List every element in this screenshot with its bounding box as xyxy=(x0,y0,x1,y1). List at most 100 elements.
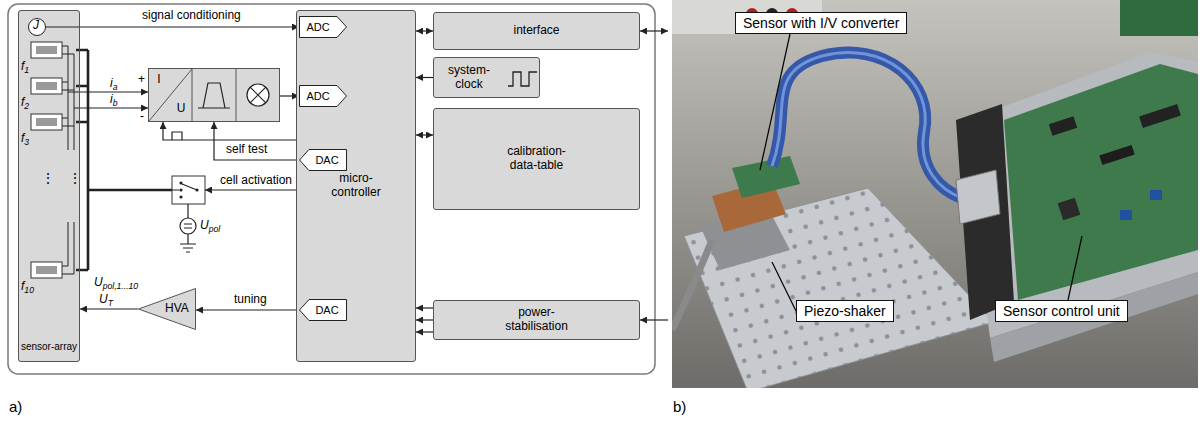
node-text: micro- controller xyxy=(320,172,392,200)
power-box: power- stabilisation xyxy=(433,300,640,340)
edge-label-holder: ib xyxy=(108,93,119,107)
signal-connector xyxy=(80,107,148,108)
edge-label-holder: UT xyxy=(97,293,115,307)
subfigure-label: a) xyxy=(9,398,22,415)
edge-label: ia xyxy=(108,77,119,91)
signal-arrows xyxy=(205,189,296,190)
frequency-label-holder: f3 xyxy=(21,132,29,146)
continuation-dots: ⋮ xyxy=(68,170,82,186)
polarisation-bus xyxy=(76,50,88,270)
node-text: ADC xyxy=(306,90,329,103)
polarity-sign-holder: - xyxy=(140,110,144,124)
microcontroller-box: micro- controller ADC ADC DAC DAC xyxy=(296,10,416,362)
edge-label: UT xyxy=(97,293,115,307)
continuation-dots-holder: ⋮ xyxy=(68,170,82,186)
frequency-label: f10 xyxy=(21,280,34,294)
amplifier-triangle: HVA xyxy=(138,288,196,330)
polarisation-bus xyxy=(87,50,90,270)
resonator-cell xyxy=(36,266,57,274)
cell-switch xyxy=(172,176,205,204)
continuation-dots: ⋮ xyxy=(41,170,55,186)
adc-block: ADC xyxy=(299,16,347,38)
text-slot: DAC xyxy=(308,299,346,321)
converter-outline xyxy=(300,150,347,171)
resonator-cell xyxy=(31,78,62,94)
subfigure-label-holder: b) xyxy=(673,398,686,415)
node-text: interface xyxy=(513,24,559,38)
frequency-label: f2 xyxy=(21,96,29,110)
photo-setup xyxy=(956,104,1014,320)
text-slot: sensor-array xyxy=(19,335,79,359)
edge-label-holder: self test xyxy=(224,143,269,157)
calibration-box: calibration- data-table xyxy=(433,108,640,210)
photo-setup xyxy=(672,0,1198,388)
text-slot: interface xyxy=(434,13,639,49)
node-text: calibration- data-table xyxy=(495,145,579,173)
frequency-label-holder: f1 xyxy=(21,60,29,74)
chain-outline xyxy=(149,69,280,122)
subscript: pol xyxy=(209,224,221,234)
polarisation-bus xyxy=(88,189,172,192)
dac-block: DAC xyxy=(299,149,347,171)
frequency-label: f3 xyxy=(21,132,29,146)
subscript: pol,1...10 xyxy=(103,281,139,291)
bandpass-symbol xyxy=(198,83,230,108)
adc-block: ADC xyxy=(299,85,347,107)
leader-line xyxy=(772,262,796,311)
clock-box: system- clock xyxy=(433,57,540,98)
frequency-label: f1 xyxy=(21,60,29,74)
photo-setup xyxy=(1049,116,1077,135)
node-text: Piezo-shaker xyxy=(804,303,886,319)
resonator-cell xyxy=(31,42,62,278)
sensor-circle: J xyxy=(28,18,46,36)
signal-connector xyxy=(416,77,433,78)
leader-line xyxy=(760,34,790,170)
cell-switch xyxy=(179,195,182,198)
signal-connector xyxy=(416,134,433,135)
node-text: I xyxy=(157,73,160,87)
leader-line xyxy=(760,34,1082,311)
block-diagram-frame xyxy=(8,4,655,374)
cell-switch xyxy=(179,188,182,191)
voltage-source xyxy=(180,234,196,252)
subfigure-label: b) xyxy=(673,398,686,415)
subfigure-label-holder: a) xyxy=(9,398,22,415)
voltage-label-holder: Upol xyxy=(200,219,220,233)
photo-callout: Sensor control unit xyxy=(995,300,1128,322)
polarisation-bus xyxy=(76,50,172,270)
photo-setup xyxy=(772,53,962,198)
resonator-cell xyxy=(31,42,62,58)
photo-setup xyxy=(956,170,1000,224)
cell-wiring xyxy=(68,46,74,274)
converter-outline xyxy=(300,86,347,107)
signal-label: cell activation xyxy=(220,174,292,188)
continuation-dots-holder: ⋮ xyxy=(41,170,55,186)
frequency-label-holder: f2 xyxy=(21,96,29,110)
subscript: 2 xyxy=(24,101,29,111)
photo-setup xyxy=(1004,64,1198,300)
photo-setup xyxy=(1058,198,1081,221)
signal-arrows xyxy=(640,30,668,31)
photo-setup xyxy=(990,272,1198,362)
node-text: sensor-array xyxy=(21,341,77,353)
photo-setup xyxy=(1099,145,1134,165)
signal-connector xyxy=(416,319,433,320)
text-slot: system- clock xyxy=(434,58,504,97)
node-text: system- clock xyxy=(439,64,499,92)
polarity-sign: + xyxy=(138,73,145,87)
signal-connector xyxy=(214,122,299,160)
cell-switch xyxy=(172,176,205,204)
voltage-label: Upol xyxy=(200,219,220,233)
node-text: DAC xyxy=(315,154,338,167)
cell-wiring xyxy=(62,46,74,274)
text-slot: ADC xyxy=(299,16,337,38)
photo-setup xyxy=(772,53,962,198)
node-text: ADC xyxy=(306,21,329,34)
voltage-source xyxy=(187,204,188,218)
dac-block: DAC xyxy=(299,299,347,321)
edge-label-holder: ia xyxy=(108,77,119,91)
subscript: 1 xyxy=(24,65,29,75)
